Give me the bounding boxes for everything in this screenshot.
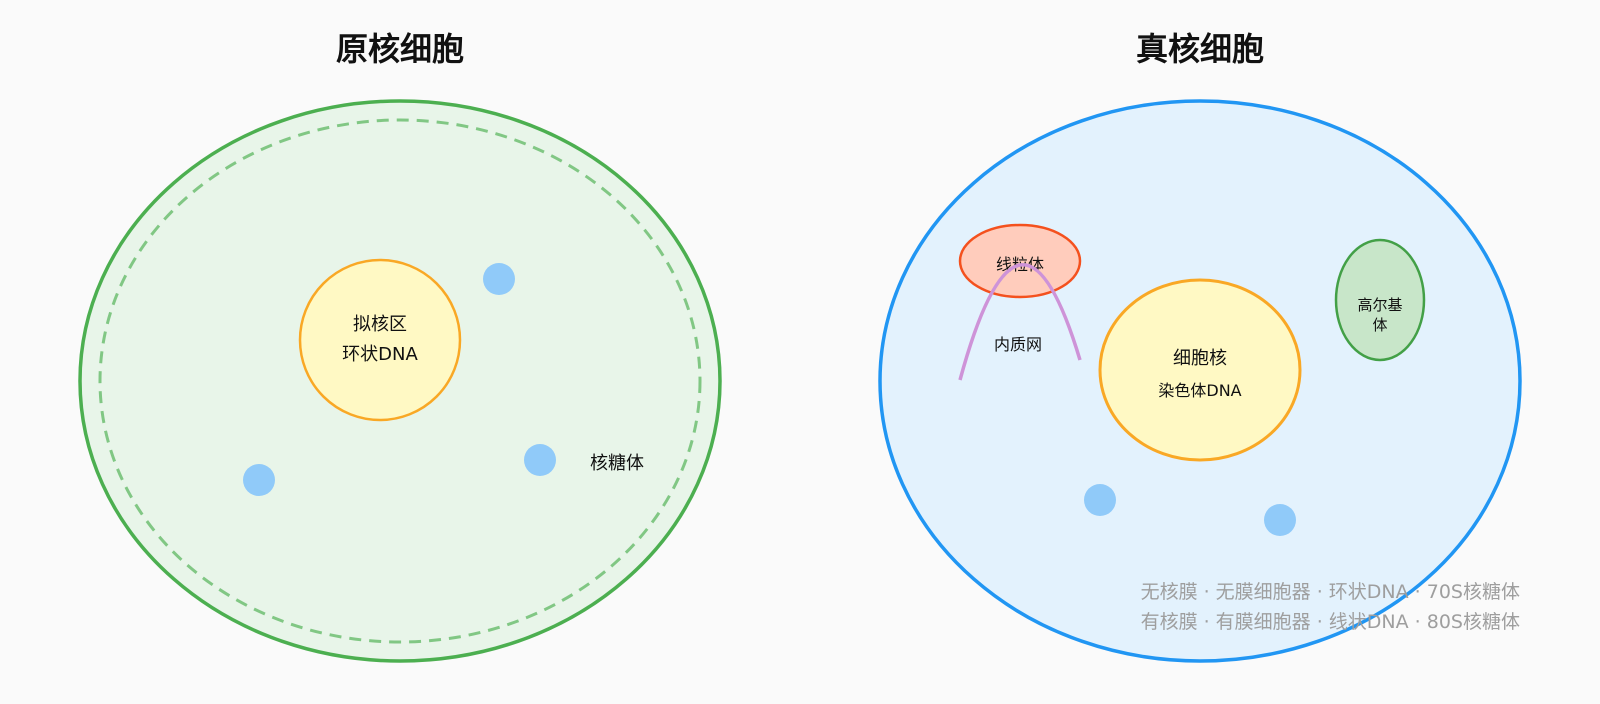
eukaryote-ribosome — [1084, 484, 1116, 516]
prokaryote-title: 原核细胞 — [336, 30, 464, 68]
nucleoid-label: 拟核区 — [353, 314, 407, 335]
nucleus — [1098, 278, 1302, 462]
prokaryote-ribosome — [483, 263, 515, 295]
prokaryote-panel: 原核细胞 拟核区 环状DNA 核糖体 — [78, 30, 722, 663]
golgi-label-line2: 体 — [1372, 316, 1387, 334]
nucleus-dna-label: 染色体DNA — [1158, 381, 1241, 400]
eukaryote-traits: 有核膜 · 有膜细胞器 · 线状DNA · 80S核糖体 — [1141, 611, 1520, 633]
mitochondrion — [958, 223, 1082, 299]
prokaryote-cell-wall-dashed — [98, 118, 702, 644]
prokaryote-ribosome — [243, 464, 275, 496]
golgi-label: 高尔基 — [1357, 296, 1402, 314]
prokaryote-ribosome-label: 核糖体 — [590, 453, 644, 474]
prokaryote-ribosome — [524, 444, 556, 476]
nucleoid-region — [298, 258, 462, 422]
eukaryote-title: 真核细胞 — [1136, 30, 1264, 68]
summary: 无核膜 · 无膜细胞器 · 环状DNA · 70S核糖体 有核膜 · 有膜细胞器… — [1141, 581, 1520, 633]
eukaryote-ribosome — [1264, 504, 1296, 536]
prokaryote-traits: 无核膜 · 无膜细胞器 · 环状DNA · 70S核糖体 — [1141, 581, 1520, 603]
nucleoid-dna-label: 环状DNA — [342, 344, 418, 365]
golgi-apparatus — [1334, 238, 1426, 362]
eukaryote-panel: 真核细胞 线粒体 内质网 高尔基 体 细胞核 染色体DNA — [878, 30, 1522, 663]
er-label: 内质网 — [994, 335, 1042, 354]
endoplasmic-reticulum — [958, 263, 1082, 381]
nucleus-label: 细胞核 — [1173, 348, 1227, 369]
